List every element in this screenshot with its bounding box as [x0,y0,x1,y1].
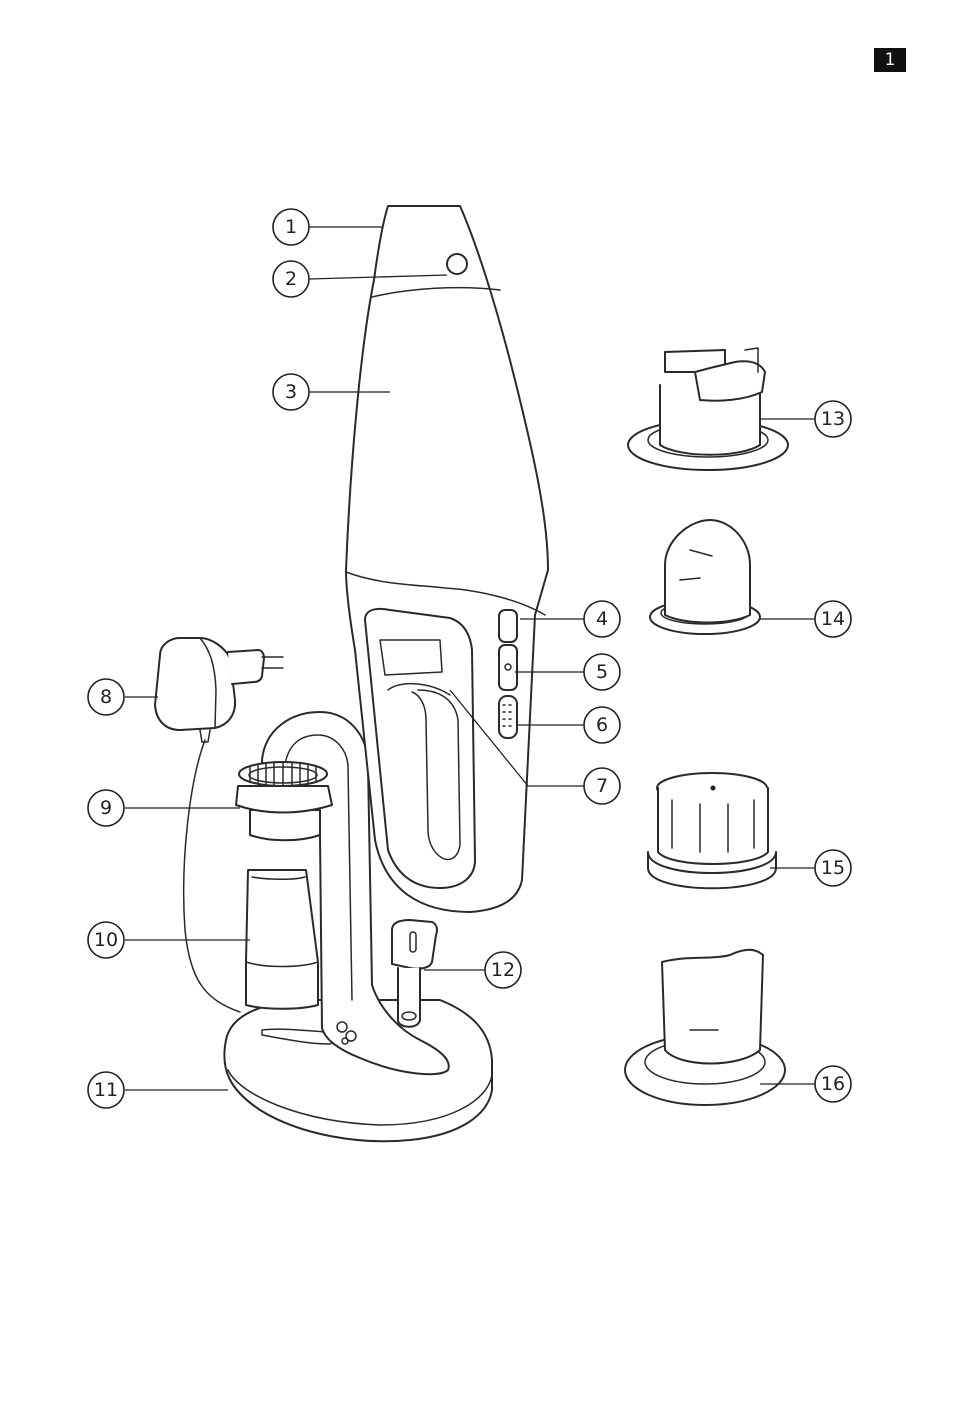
callout-11: 11 [88,1072,124,1108]
callout-3: 3 [273,374,309,410]
callout-9-label: 9 [100,797,112,819]
callout-16-label: 16 [821,1073,845,1095]
callout-8: 8 [88,679,124,715]
cone-filter [650,520,760,634]
callout-12-label: 12 [491,959,515,981]
callout-14: 14 [815,601,851,637]
callout-15-label: 15 [821,857,845,879]
callout-4-label: 4 [596,608,608,630]
callout-5-label: 5 [596,661,608,683]
callout-1: 1 [273,209,309,245]
nozzle-holder [246,870,318,1009]
callout-14-label: 14 [821,608,845,630]
callout-13: 13 [815,401,851,437]
callout-12: 12 [485,952,521,988]
filter-holder [628,348,788,470]
callout-10: 10 [88,922,124,958]
callout-15: 15 [815,850,851,886]
callout-2-label: 2 [285,268,297,290]
callout-2: 2 [273,261,309,297]
mesh-filter [648,773,776,888]
callout-4: 4 [584,601,620,637]
brush-attachment [236,762,332,840]
callout-13-label: 13 [821,408,845,430]
callout-1-label: 1 [285,216,297,238]
callout-11-label: 11 [94,1079,118,1101]
callout-10-label: 10 [94,929,118,951]
callout-6: 6 [584,707,620,743]
callout-7-label: 7 [596,775,608,797]
callout-8-label: 8 [100,686,112,708]
callout-7: 7 [584,768,620,804]
filter-unit [625,950,785,1105]
callout-3-label: 3 [285,381,297,403]
callout-9: 9 [88,790,124,826]
callout-6-label: 6 [596,714,608,736]
handheld-vacuum [346,206,548,912]
callout-16: 16 [815,1066,851,1102]
callout-5: 5 [584,654,620,690]
